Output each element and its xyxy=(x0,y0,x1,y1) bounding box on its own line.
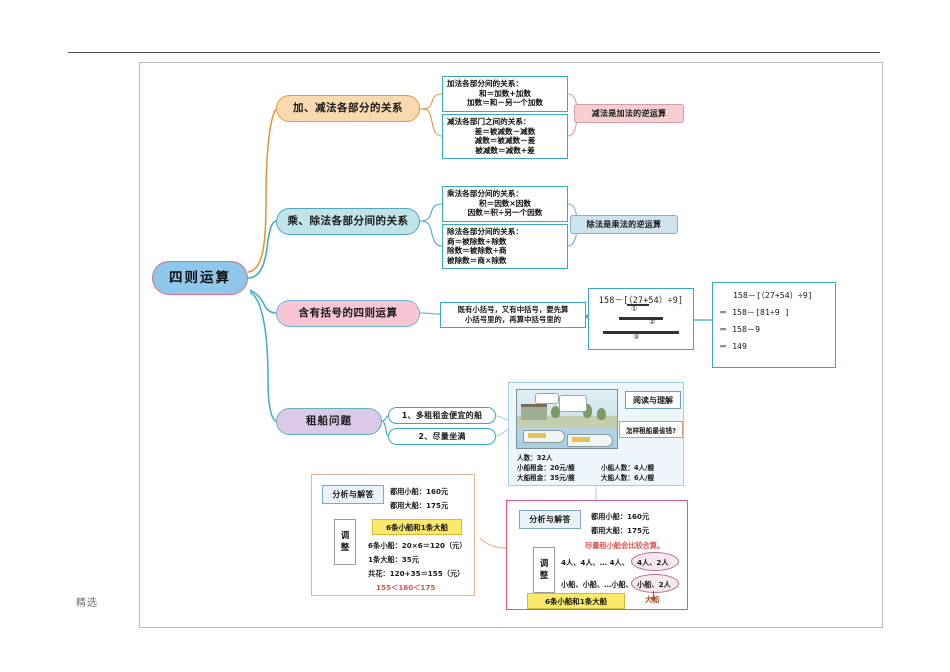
left-all-big: 都用大船：175元 xyxy=(390,501,449,510)
branch-add-sub[interactable]: 加、减法各部分的关系 xyxy=(276,95,420,122)
fact-row-3: 大船租金：35元/艘 大船人数：6人/艘 xyxy=(517,473,683,483)
order-marker-1: ① xyxy=(631,305,638,313)
left-highlight-answer: 6条小船和1条大船 xyxy=(372,519,462,535)
page-watermark: 精选 xyxy=(76,598,98,609)
leaf-multiplication-relations: 乘法各部分间的关系： 积＝因数×因数 因数＝积÷另一个因数 xyxy=(442,186,568,222)
reading-question: 怎样租船最省钱? xyxy=(619,421,683,438)
analysis-left-adjust: 调 整 xyxy=(334,519,356,565)
leaf-addition-relations: 加法各部分间的关系： 和＝加数+加数 加数＝和－另一个加数 xyxy=(442,76,568,112)
expression-order-box: 158－[（27+54）÷9] ① ② ③ xyxy=(588,288,694,350)
center-node[interactable]: 四则运算 xyxy=(152,261,248,295)
right-all-small: 都用小船：160元 xyxy=(591,512,650,521)
fact-small-boat-capacity: 小船人数：4人/艘 xyxy=(601,464,655,473)
order-underline-1 xyxy=(627,304,649,306)
big-boat-arrow-stem xyxy=(653,591,655,598)
division-line-1: 商＝被除数÷除数 xyxy=(447,236,507,246)
order-marker-2: ② xyxy=(649,318,656,326)
photo-speech-bubble-2 xyxy=(535,393,559,404)
leaf-bracket-rule: 既有小括号，又有中括号，要先算 小括号里的，再算中括号里的 xyxy=(440,302,586,328)
fact-people-count: 人数：32人 xyxy=(517,454,553,462)
tag-subtraction-inverse: 减法是加法的逆运算 xyxy=(574,104,684,123)
addition-title: 加法各部分间的关系： xyxy=(447,79,523,88)
left-compare: 155＜160＜175 xyxy=(376,583,436,592)
calc-step-2: ＝ 158－[81÷9 ] xyxy=(719,307,790,317)
right-note: 尽量租小船会比较合算。 xyxy=(585,541,665,550)
branch-mul-div[interactable]: 乘、除法各部分间的关系 xyxy=(276,208,420,235)
photo-tree-1 xyxy=(551,406,560,418)
bracket-rule-line-1: 既有小括号，又有中括号，要先算 xyxy=(457,305,569,315)
right-row2-oval xyxy=(631,574,679,593)
right-row1-prefix: 4人、4人、… 4人、 xyxy=(561,558,629,567)
left-all-small: 都用小船：160元 xyxy=(390,487,449,496)
order-marker-3: ③ xyxy=(633,333,640,341)
analysis-left-panel: 分析与解答 调 整 都用小船：160元 都用大船：175元 6条小船和1条大船 … xyxy=(311,474,475,596)
order-underline-2 xyxy=(619,317,663,320)
right-row1-oval xyxy=(631,552,679,571)
fact-row-2: 小船租金：20元/艘 小船人数：4人/艘 xyxy=(517,463,683,473)
big-boat-arrow-icon xyxy=(650,597,656,602)
multiplication-line-2: 因数＝积÷另一个因数 xyxy=(467,208,543,218)
left-calc-1: 6条小船：20×6＝120（元） xyxy=(368,541,467,550)
subtraction-line-1: 差＝被减数－减数 xyxy=(474,126,536,136)
calc-step-4: ＝ 149 xyxy=(719,341,747,351)
reading-understanding-panel: 阅读与理解 怎样租船最省钱? 人数：32人 小船租金：20元/艘 小船人数：4人… xyxy=(508,382,684,486)
right-big-boat-label: 大船 xyxy=(645,595,660,604)
right-highlight-answer: 6条小船和1条大船 xyxy=(527,593,625,609)
division-line-3: 被除数＝商×除数 xyxy=(447,256,507,266)
bracket-rule-line-2: 小括号里的，再算中括号里的 xyxy=(464,315,562,324)
left-calc-2: 1条大船：35元 xyxy=(368,555,419,564)
boat-photo xyxy=(516,389,618,449)
leaf-subtraction-relations: 减法各部门之间的关系： 差＝被减数－减数 减数＝被减数－差 被减数＝减数+差 xyxy=(442,114,568,159)
analysis-right-adjust: 调 整 xyxy=(533,547,555,593)
analysis-right-title: 分析与解答 xyxy=(519,510,581,529)
order-underline-3 xyxy=(603,331,679,334)
photo-boat-1 xyxy=(523,430,565,443)
analysis-left-title: 分析与解答 xyxy=(322,485,384,504)
right-row1-highlight: 4人、2人 xyxy=(637,558,669,567)
header-rule xyxy=(68,52,880,53)
subtraction-line-3: 被减数＝减数+差 xyxy=(475,146,535,156)
boat-sub-item-2[interactable]: 2、尽量坐满 xyxy=(388,428,496,445)
boat-sub-item-1[interactable]: 1、多租租金便宜的船 xyxy=(388,407,496,424)
right-row2-highlight: 小船、2人 xyxy=(637,580,671,589)
left-calc-3: 共花：120+35＝155（元） xyxy=(368,569,465,578)
photo-tree-2 xyxy=(583,404,592,418)
photo-boat-2 xyxy=(567,434,613,447)
multiplication-line-1: 积＝因数×因数 xyxy=(479,198,531,208)
addition-line-1: 和＝加数+加数 xyxy=(479,88,531,98)
reading-title: 阅读与理解 xyxy=(625,391,681,409)
right-row2-prefix: 小船、小船、…小船、 xyxy=(561,580,633,589)
calculation-box: 158－[（27+54）÷9] ＝ 158－[81÷9 ] ＝ 158－9 ＝ … xyxy=(712,282,836,368)
mindmap-frame xyxy=(139,62,883,628)
right-all-big: 都用大船：175元 xyxy=(591,526,650,535)
photo-speech-bubble-1 xyxy=(559,395,587,412)
division-line-2: 除数＝被除数÷商 xyxy=(447,246,507,256)
photo-building xyxy=(521,404,547,420)
fact-big-boat-price: 大船租金：35元/艘 xyxy=(517,474,575,483)
branch-brackets[interactable]: 含有括号的四则运算 xyxy=(276,300,420,327)
branch-boat[interactable]: 租船问题 xyxy=(276,408,382,435)
multiplication-title: 乘法各部分间的关系： xyxy=(447,189,523,198)
addition-line-2: 加数＝和－另一个加数 xyxy=(467,98,543,108)
reading-facts: 人数：32人 小船租金：20元/艘 小船人数：4人/艘 大船租金：35元/艘 大… xyxy=(517,453,683,484)
right-adjust-char-2: 整 xyxy=(539,571,549,581)
calc-step-1: 158－[（27+54）÷9] xyxy=(733,290,813,300)
leaf-division-relations: 除法各部分间的关系： 商＝被除数÷除数 除数＝被除数÷商 被除数＝商×除数 xyxy=(442,224,568,269)
adjust-char-1: 调 xyxy=(340,530,350,541)
photo-boat-cabin-2 xyxy=(572,437,590,442)
division-title: 除法各部分间的关系： xyxy=(447,227,523,236)
fact-big-boat-capacity: 大船人数：6人/艘 xyxy=(601,474,655,483)
analysis-right-panel: 分析与解答 都用小船：160元 都用大船：175元 尽量租小船会比较合算。 调 … xyxy=(506,500,688,610)
expression-text: 158－[（27+54）÷9] xyxy=(598,295,684,305)
subtraction-title: 减法各部门之间的关系： xyxy=(447,117,531,126)
fact-small-boat-price: 小船租金：20元/艘 xyxy=(517,464,575,473)
subtraction-line-2: 减数＝被减数－差 xyxy=(474,136,536,146)
calc-step-3: ＝ 158－9 xyxy=(719,324,761,334)
photo-boat-cabin-1 xyxy=(528,433,546,438)
tag-division-inverse: 除法是乘法的逆运算 xyxy=(570,215,678,234)
fact-row-1: 人数：32人 xyxy=(517,453,683,463)
adjust-char-2: 整 xyxy=(340,543,350,553)
photo-tree-3 xyxy=(597,408,606,420)
right-adjust-char-1: 调 xyxy=(539,558,549,569)
